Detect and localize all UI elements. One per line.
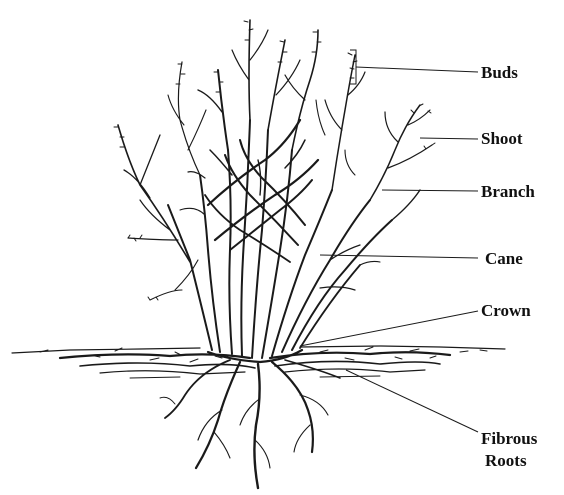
branch-leader	[382, 190, 478, 191]
label-buds: Buds	[481, 63, 518, 82]
label-shoot: Shoot	[481, 129, 523, 148]
fibrous-roots	[160, 360, 340, 488]
fibrous-roots-leader	[346, 370, 478, 432]
label-cane: Cane	[485, 249, 523, 268]
labels: Buds Shoot Branch Cane Crown Fibrous Roo…	[481, 63, 538, 470]
label-crown: Crown	[481, 301, 531, 320]
label-roots: Roots	[485, 451, 527, 470]
label-fibrous: Fibrous	[481, 429, 538, 448]
buds-leader	[356, 67, 478, 72]
central-branches	[188, 20, 318, 262]
buds	[114, 21, 435, 300]
cane-leader	[320, 255, 478, 258]
left-branches	[118, 62, 206, 300]
canes	[168, 120, 392, 358]
leader-lines	[300, 50, 478, 432]
shoot-leader	[420, 138, 478, 139]
label-branch: Branch	[481, 182, 535, 201]
crown-leader	[300, 311, 478, 346]
